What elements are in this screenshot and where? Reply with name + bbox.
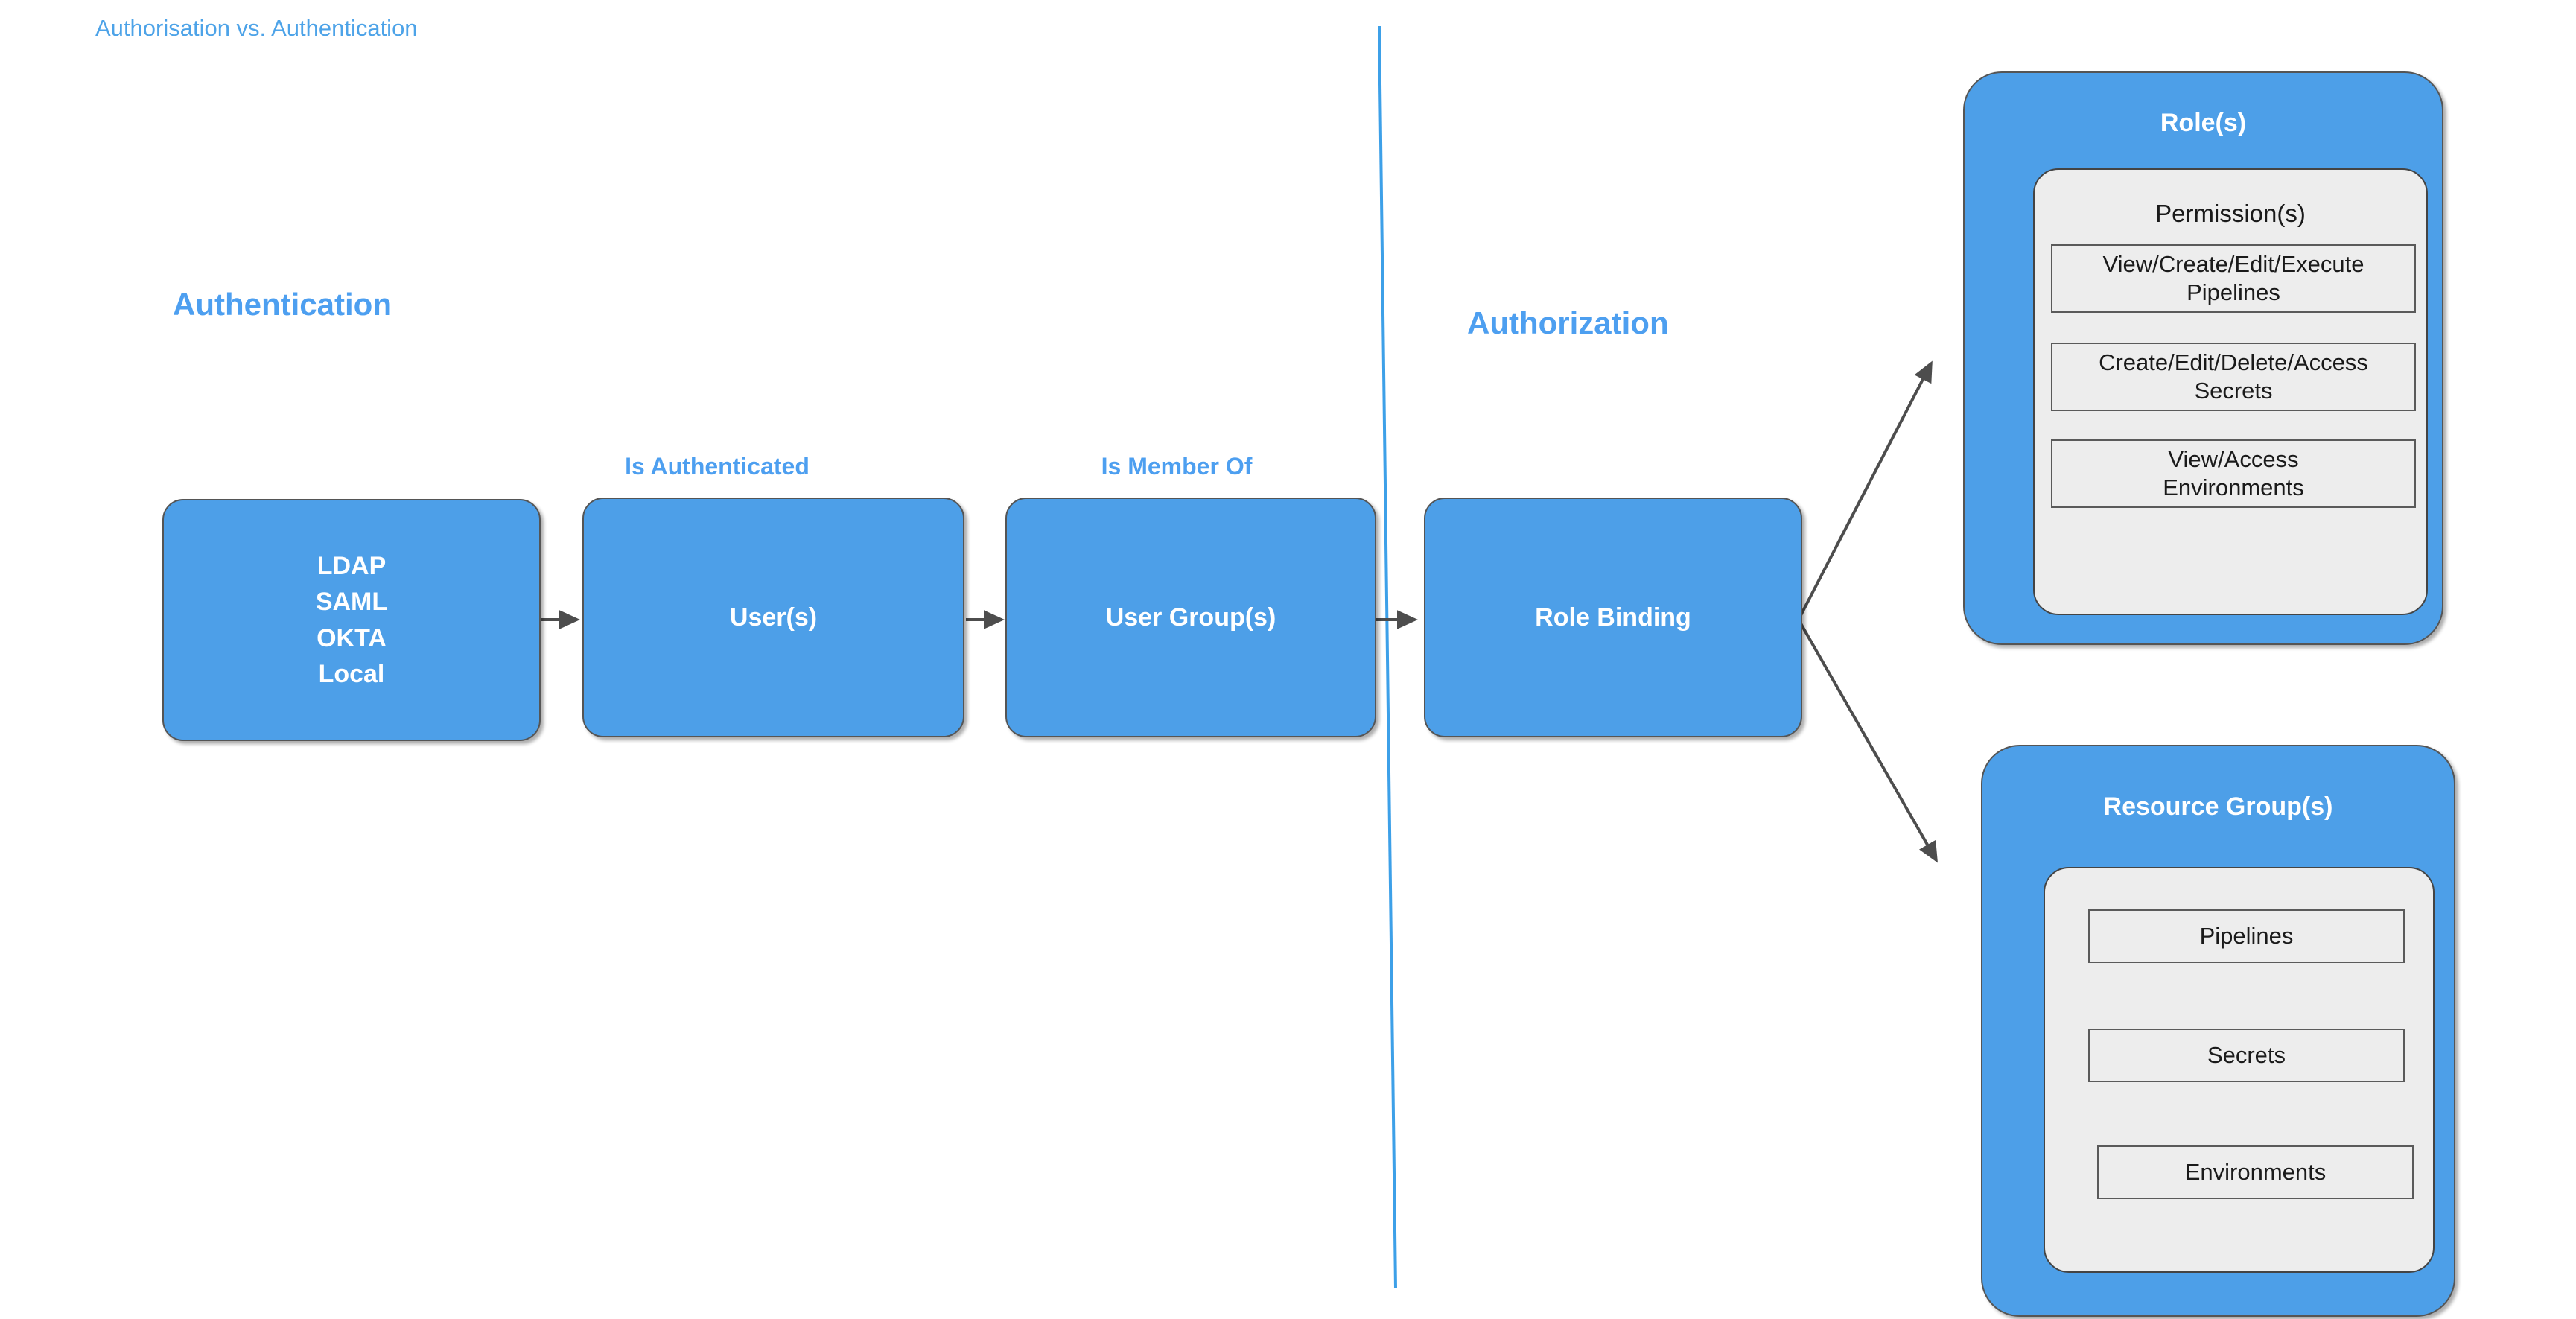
permission-item-pipelines-label: View/Create/Edit/Execute Pipelines [2102,251,2364,305]
resource-item-secrets[interactable]: Secrets [2088,1029,2405,1082]
permission-item-secrets[interactable]: Create/Edit/Delete/Access Secrets [2051,343,2416,411]
group-roles-panel: Permission(s) View/Create/Edit/Execute P… [2033,168,2428,615]
flow-node-users-label: User(s) [729,603,818,632]
resource-item-environments-label: Environments [2184,1159,2327,1186]
group-roles[interactable]: Role(s) Permission(s) View/Create/Edit/E… [1963,71,2443,645]
group-resource-groups-panel: Pipelines Secrets Environments [2044,867,2435,1273]
flow-node-users[interactable]: User(s) [582,498,964,737]
section-heading-authentication: Authentication [173,287,392,322]
diagram-title: Authorisation vs. Authentication [95,15,418,41]
flow-node-role-binding[interactable]: Role Binding [1424,498,1802,737]
flow-node-role-binding-label: Role Binding [1535,603,1691,632]
flow-node-providers-label: LDAP SAML OKTA Local [315,551,388,688]
flow-node-user-groups-label: User Group(s) [1105,603,1276,632]
resource-item-pipelines[interactable]: Pipelines [2088,909,2405,963]
permission-item-pipelines[interactable]: View/Create/Edit/Execute Pipelines [2051,244,2416,313]
flow-node-user-groups[interactable]: User Group(s) [1005,498,1376,737]
section-heading-authorization: Authorization [1467,305,1669,340]
group-roles-title: Role(s) [2160,109,2247,137]
permission-item-environments-label: View/Access Environments [2163,446,2304,500]
edge-label-is-authenticated: Is Authenticated [625,453,810,480]
group-resource-groups[interactable]: Resource Group(s) Pipelines Secrets Envi… [1981,745,2455,1317]
flow-node-providers[interactable]: LDAP SAML OKTA Local [162,499,541,741]
permission-item-environments[interactable]: View/Access Environments [2051,439,2416,508]
resource-item-environments[interactable]: Environments [2097,1145,2414,1199]
group-resource-groups-title: Resource Group(s) [2103,792,2333,821]
resource-item-pipelines-label: Pipelines [2199,923,2294,950]
group-roles-panel-heading: Permission(s) [2155,200,2306,227]
edge-label-is-member-of: Is Member Of [1101,453,1253,480]
permission-item-secrets-label: Create/Edit/Delete/Access Secrets [2099,349,2368,404]
resource-item-secrets-label: Secrets [2207,1042,2286,1069]
